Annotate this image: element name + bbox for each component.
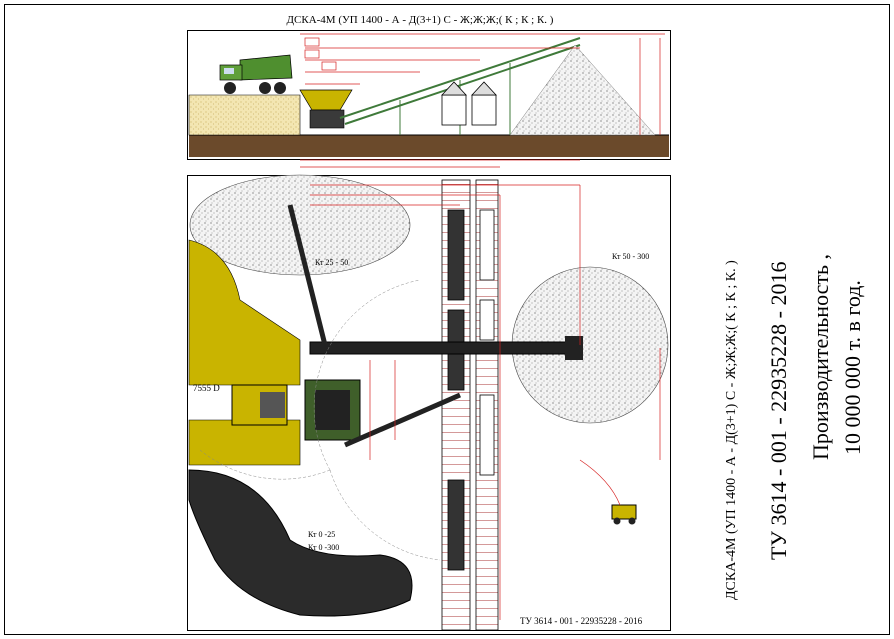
ground-base — [189, 135, 669, 157]
elevation-dimensions — [300, 33, 665, 168]
sheet-title: ДСКА-4М (УП 1400 - А - Д(3+1) С - Ж;Ж;Ж;… — [286, 14, 554, 26]
elevation-view-frame — [187, 30, 671, 160]
plan-dimensions — [310, 184, 661, 620]
vertical-productivity-value: 10 000 000 т. в год. — [840, 280, 865, 455]
label-kt-0-300: Кт 0 -300 — [308, 543, 340, 552]
elevation-view — [188, 33, 669, 168]
bottom-spec-code: ТУ 3614 - 001 - 22935228 - 2016 — [520, 616, 643, 626]
plan-view-frame — [187, 175, 671, 631]
label-kt-25-50: Кт 25 - 50 — [315, 258, 349, 267]
plan-view — [188, 174, 669, 631]
vertical-productivity-label: Производительность , — [808, 253, 833, 460]
label-kt-50-300: Кт 50 - 300 — [612, 252, 650, 261]
feeder-hopper — [299, 89, 353, 129]
stockpile-25-50 — [189, 174, 411, 276]
rail-track-right — [475, 179, 499, 631]
stockpile-elevation — [509, 44, 656, 136]
vertical-spec-text: ТУ 3614 - 001 - 22935228 - 2016 — [766, 261, 791, 561]
stockpile-0-300 — [188, 469, 413, 617]
ramp-embankment — [188, 94, 301, 136]
plan-conveyors — [287, 204, 461, 448]
wheel-loader — [611, 504, 637, 525]
label-equipment: 7555 D — [193, 383, 220, 393]
haul-road-upper — [188, 239, 301, 386]
dump-truck-elevation — [219, 54, 293, 94]
screening-units-elevation — [441, 81, 497, 126]
radial-arcs — [199, 279, 441, 561]
transverse-conveyor — [309, 336, 583, 360]
rail-track-left — [441, 179, 471, 631]
main-conveyor-elevation — [339, 37, 581, 125]
sheet-border — [4, 4, 890, 635]
haul-road-lower — [188, 419, 301, 466]
vertical-model-text: ДСКА-4М (УП 1400 - А - Д(3+1) С - Ж;Ж;Ж;… — [724, 260, 739, 600]
label-kt-0-25: Кт 0 -25 — [308, 530, 336, 539]
